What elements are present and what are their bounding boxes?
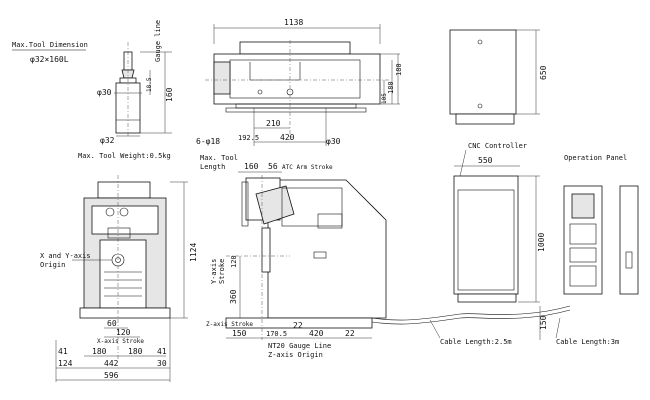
y-stroke-line1: Y-axis (210, 259, 218, 284)
top-d105: 105 (381, 93, 388, 104)
top-d180b: 180 (395, 63, 403, 76)
tool-len-185: 18.5 (146, 77, 153, 92)
front-d41a: 41 (58, 347, 68, 356)
front-d120: 120 (116, 328, 131, 337)
tool-len-160: 160 (165, 87, 174, 102)
z-axis-origin: Z-axis Origin (268, 351, 323, 359)
cnc-front-view: CNC Controller 550 1000 Cable Length:2.5… (371, 142, 571, 346)
tool-dia-30: φ30 (97, 88, 112, 97)
operation-panel-view: Operation Panel 150 Cable Length:3m (539, 154, 639, 346)
nt20-gauge: NT20 Gauge Line (268, 342, 331, 350)
side-d1705: 170.5 (266, 330, 287, 338)
side-d22a: 22 (293, 321, 303, 330)
machine-side-view: Max. Tool Length 160 56 ATC Arm Stroke Y… (200, 154, 387, 359)
max-tool-length-line1: Max. Tool (200, 154, 238, 162)
tool-drawing (115, 42, 141, 138)
cnc-depth-650: 650 (539, 65, 548, 80)
xy-origin-line1: X and Y-axis (40, 252, 91, 260)
gauge-line-label: Gauge line (154, 20, 162, 62)
machine-front-view: X and Y-axis Origin 1124 60 120 X-axis S… (40, 175, 198, 382)
cnc-cabinet (453, 175, 519, 295)
operation-panel-label: Operation Panel (564, 154, 627, 162)
panel-cable: Cable Length:3m (556, 338, 619, 346)
tool-dimension-block: Max.Tool Dimension φ32×160L φ30 φ32 18.5… (12, 20, 174, 160)
front-base (79, 307, 171, 319)
cnc-label: CNC Controller (468, 142, 527, 150)
front-spindle-area (99, 239, 147, 309)
top-holes: 6-φ18 (196, 137, 220, 146)
machine-top-view: 1138 210 420 192.5 6-φ18 φ30 105 180 180 (196, 18, 403, 146)
front-d30: 30 (157, 359, 167, 368)
panel-d150: 150 (539, 315, 548, 330)
front-d41b: 41 (157, 347, 167, 356)
top-d210: 210 (266, 119, 281, 128)
front-d180a: 180 (92, 347, 107, 356)
panel-side (619, 185, 639, 295)
top-head (239, 41, 351, 55)
side-base (225, 317, 373, 329)
side-d160: 160 (244, 162, 259, 171)
side-d120: 120 (230, 255, 238, 268)
side-d420: 420 (309, 329, 324, 338)
front-d442: 442 (104, 359, 119, 368)
top-d1925: 192.5 (238, 134, 259, 142)
front-height-1124: 1124 (189, 243, 198, 262)
cnc-cable: Cable Length:2.5m (440, 338, 512, 346)
max-tool-length-line2: Length (200, 163, 225, 171)
cnc-top-box (449, 29, 517, 115)
z-stroke: Z-axis Stroke (206, 321, 253, 328)
atc-arm-stroke: ATC Arm Stroke (282, 164, 333, 171)
side-d360: 360 (229, 289, 238, 304)
top-d180a: 180 (387, 81, 395, 94)
tool-dia-32: φ32 (100, 136, 115, 145)
side-atc-arm (255, 185, 295, 225)
y-stroke-line2: Stroke (218, 259, 226, 284)
top-left-block (213, 61, 231, 95)
xy-origin-line2: Origin (40, 261, 65, 269)
side-spindle (261, 227, 271, 273)
tool-dim-title: Max.Tool Dimension (12, 41, 88, 49)
front-d60: 60 (107, 319, 117, 328)
cnc-height-1000: 1000 (537, 233, 546, 252)
top-main-body (213, 53, 381, 105)
panel-screen (571, 193, 595, 219)
cnc-top-view: 650 (449, 29, 548, 125)
front-top-head (97, 181, 151, 199)
cable-line (371, 305, 571, 321)
cnc-width-550: 550 (478, 156, 493, 165)
side-d150: 150 (232, 329, 247, 338)
side-d22b: 22 (345, 329, 355, 338)
front-d124: 124 (58, 359, 73, 368)
top-d420: 420 (280, 133, 295, 142)
tool-dim-size: φ32×160L (30, 55, 69, 64)
side-d56: 56 (268, 162, 278, 171)
top-dia30: φ30 (326, 137, 341, 146)
front-x-stroke: X-axis Stroke (97, 338, 144, 345)
front-d596: 596 (104, 371, 119, 380)
tool-weight: Max. Tool Weight:0.5kg (78, 152, 171, 160)
front-d180b: 180 (128, 347, 143, 356)
top-width-1138: 1138 (284, 18, 303, 27)
side-body (267, 179, 387, 319)
